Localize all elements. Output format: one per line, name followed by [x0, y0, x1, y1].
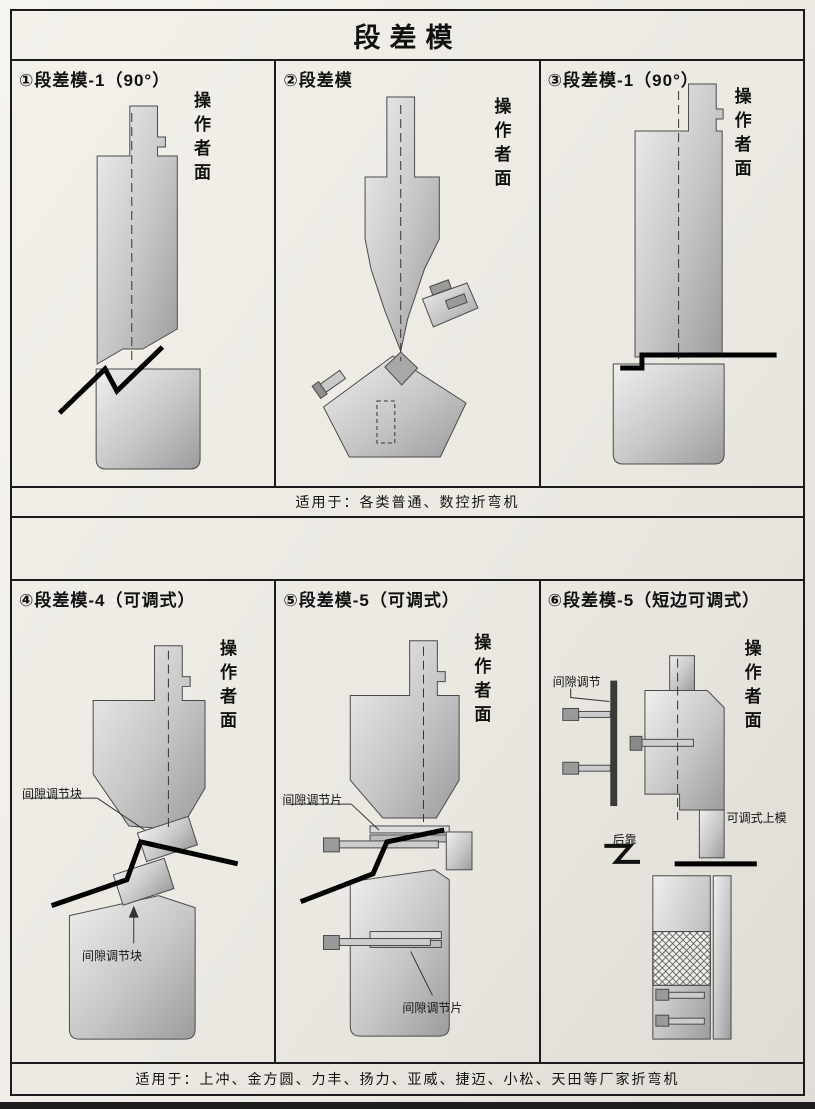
- punch: [92, 645, 206, 831]
- panel-4-drawing: [23, 645, 239, 1040]
- panel-6: ⑥段差模-5（短边可调式） 操作者面 间隙调节 可调式上模 后靠: [538, 581, 803, 1062]
- top-panel-row: ①段差模-1（90°） 操作者面 ②段差模 操作者面: [12, 61, 803, 486]
- panel-6-drawing: [561, 655, 757, 1040]
- gap-adjust-block-label: 间隙调节块: [22, 787, 83, 801]
- bolt-shaft: [667, 1017, 705, 1025]
- panel-3-drawing: [612, 83, 777, 465]
- panel-2-drawing: [311, 96, 479, 458]
- v-die: [311, 351, 468, 458]
- sheet-metal: [619, 352, 777, 371]
- bolt-shaft: [667, 991, 705, 999]
- top-caption: 适用于：各类普通、数控折弯机: [12, 486, 803, 516]
- operator-face-label: 操作者面: [471, 633, 491, 729]
- bolt-head: [561, 707, 579, 721]
- back-gauge-label: 后靠: [612, 833, 637, 847]
- screw-head: [629, 735, 643, 751]
- gap-adjust-label: 间隙调节: [552, 675, 601, 689]
- punch: [350, 640, 460, 819]
- operator-face-label: 操作者面: [741, 639, 761, 735]
- gap-adjust-block-label: 间隙调节块: [82, 949, 143, 963]
- leader-line: [23, 797, 145, 831]
- panel-4: ④段差模-4（可调式） 操作者面 间隙调节块 间隙调节块: [12, 581, 274, 1062]
- hidden-bolt: [376, 400, 396, 444]
- sheet-metal: [57, 345, 165, 415]
- panel-1: ①段差模-1（90°） 操作者面: [12, 61, 274, 486]
- upper-punch-assembly: [561, 655, 725, 859]
- gap-adjust-shim-label: 间隙调节片: [402, 1001, 463, 1015]
- panel-2: ②段差模 操作者面: [274, 61, 538, 486]
- leader-line: [286, 803, 434, 996]
- operator-face-label: 操作者面: [491, 97, 511, 193]
- gap-adjust-block-upper: [136, 815, 199, 863]
- scan-edge: [0, 1102, 815, 1109]
- operator-face-label: 操作者面: [217, 639, 236, 735]
- panel-3: ③段差模-1（90°） 操作者面: [538, 61, 803, 486]
- panel-5-drawing: [286, 640, 473, 1037]
- panel-6-title: ⑥段差模-5（短边可调式）: [547, 591, 761, 610]
- back-gauge: [604, 843, 640, 864]
- adjustable-upper-die-label: 可调式上模: [726, 811, 787, 825]
- die: [350, 869, 451, 1037]
- bolt-head: [323, 935, 341, 950]
- upper-shim-stack: [323, 825, 473, 871]
- die: [95, 368, 201, 470]
- bolt-head: [654, 988, 669, 1001]
- crosshatch-block: [652, 931, 711, 986]
- lower-die-assembly: [652, 875, 732, 1040]
- page-title: 段差模: [353, 22, 462, 53]
- die: [612, 363, 725, 465]
- leader-line: [569, 688, 610, 702]
- panel-3-title: ③段差模-1（90°）: [547, 71, 699, 90]
- adjustable-upper-die: [698, 809, 725, 859]
- panel-1-title: ①段差模-1（90°）: [19, 71, 171, 90]
- panel-4-title: ④段差模-4（可调式）: [19, 591, 196, 610]
- punch: [96, 105, 178, 365]
- bolt-shaft: [577, 710, 611, 718]
- side-plate: [609, 680, 617, 807]
- panel-2-title: ②段差模: [283, 71, 353, 90]
- arrow-up: [128, 905, 139, 944]
- panel-5-title: ⑤段差模-5（可调式）: [283, 591, 460, 610]
- lower-shim-stack: [323, 931, 443, 950]
- bolt-shaft: [339, 938, 432, 946]
- panel-1-drawing: [57, 105, 201, 470]
- sheet-metal: [50, 839, 239, 909]
- operator-face-label: 操作者面: [191, 91, 210, 187]
- panel-5: ⑤段差模-5（可调式） 操作者面 间隙调节片 间隙调节片: [274, 581, 538, 1062]
- bottom-caption: 适用于：上冲、金方圆、力丰、扬力、亚威、捷迈、小松、天田等厂家折弯机: [12, 1062, 803, 1094]
- nut-block: [446, 831, 473, 871]
- sheet-metal: [300, 827, 446, 904]
- title-bar: 段差模: [12, 11, 803, 61]
- punch: [634, 83, 724, 358]
- operator-face-label: 操作者面: [731, 87, 751, 183]
- bolt-head: [323, 837, 341, 853]
- bolt-head: [654, 1014, 669, 1027]
- bolt-shaft: [577, 764, 611, 772]
- clamp-plate: [422, 279, 479, 328]
- screw-shaft: [641, 738, 694, 747]
- die: [68, 895, 196, 1040]
- punch: [364, 96, 441, 353]
- bolt-head: [561, 761, 579, 775]
- die-bolt: [311, 369, 347, 400]
- gap-adjust-shim-label: 间隙调节片: [282, 793, 343, 807]
- section-spacer: [12, 516, 803, 579]
- bolt: [445, 293, 469, 310]
- bolt: [429, 279, 453, 296]
- catalog-sheet: 段差模 ①段差模-1（90°） 操作者面: [10, 9, 805, 1096]
- bottom-panel-row: ④段差模-4（可调式） 操作者面 间隙调节块 间隙调节块: [12, 579, 803, 1062]
